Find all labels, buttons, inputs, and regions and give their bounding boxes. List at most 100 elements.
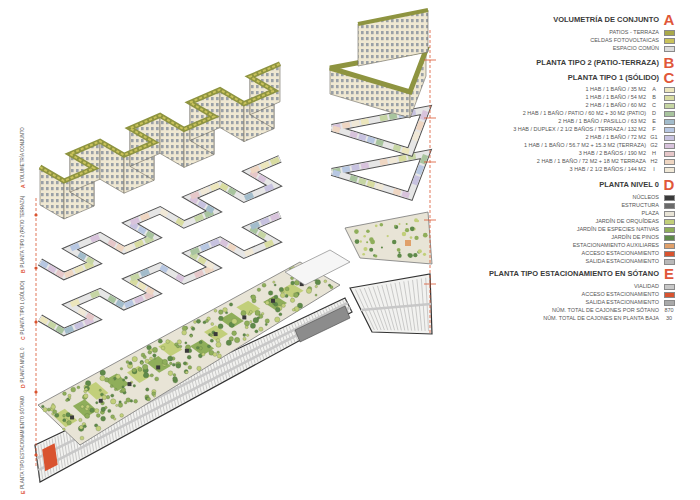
legend-row: SALIDA ESTACIONAMIENTO: [586, 299, 676, 306]
floor-c-unit: [49, 323, 55, 327]
level-dot: [34, 453, 37, 456]
tree: [152, 347, 157, 352]
tree: [184, 370, 188, 374]
tree: [113, 377, 116, 380]
tree: [122, 379, 124, 381]
tree: [85, 388, 88, 391]
tree: [410, 227, 415, 232]
unit-code: G2: [649, 142, 659, 149]
core: [156, 365, 160, 369]
tree: [315, 294, 317, 296]
tree: [110, 385, 113, 388]
tree: [147, 397, 151, 401]
tree: [315, 285, 318, 288]
section-letter: D: [662, 177, 676, 192]
floor-b-unit: [199, 203, 205, 207]
legend-swatch: [664, 46, 675, 52]
parking-stall: [227, 355, 233, 376]
tree: [185, 371, 188, 374]
legend-swatch: [664, 119, 675, 125]
tree: [125, 376, 128, 379]
floor-b-unit: [139, 228, 145, 232]
floor-c-tower-outline: [332, 154, 426, 196]
legend-swatch: [664, 235, 675, 241]
legend-swatch: [664, 251, 675, 257]
section-heading: PLANTA TIPO ESTACIONAMIENTO EN SÓTANO: [489, 269, 659, 278]
floor-c-unit: [139, 284, 145, 288]
parking-stall: [230, 354, 236, 375]
tree: [140, 361, 143, 364]
tree: [369, 248, 373, 252]
legend-text: 3 HAB / DUPLEX / 2 1/2 BAÑOS / TERRAZA /…: [513, 126, 646, 133]
tree: [143, 373, 148, 378]
floor-b-unit: [147, 233, 153, 237]
tree: [234, 337, 239, 342]
floor-c-tower-unit: [361, 165, 369, 166]
tree: [78, 426, 84, 432]
tree: [354, 229, 359, 234]
tree: [121, 388, 126, 393]
tree: [145, 359, 149, 363]
floor-c-tower-unit: [352, 167, 360, 168]
core: [127, 382, 131, 386]
floor-b-unit: [201, 189, 209, 192]
tree: [133, 385, 136, 388]
floor-c-unit: [201, 245, 209, 248]
tree: [366, 241, 368, 243]
floor-c-unit: [221, 241, 227, 245]
parking-stall: [145, 394, 150, 421]
tree: [253, 317, 259, 323]
tower-roof: [358, 10, 428, 24]
tree: [398, 223, 400, 225]
legend-swatch: [664, 143, 675, 149]
floor-b-unit: [75, 268, 83, 271]
tree: [43, 408, 47, 412]
tree: [132, 369, 137, 374]
floor-c-unit: [199, 259, 205, 263]
tree: [199, 341, 202, 344]
floor-b-unit: [79, 254, 85, 258]
tree: [99, 389, 101, 391]
floor-b-unit: [207, 207, 213, 211]
legend-row: ESPACIO COMÚN: [613, 45, 676, 52]
tree: [66, 399, 69, 402]
tree: [214, 309, 217, 312]
legend-text: 1 HAB / 1 BAÑO / 35 M2: [585, 86, 646, 93]
tree: [293, 293, 298, 298]
parking-stall: [204, 366, 210, 388]
tree: [218, 324, 223, 329]
legend-row: 2 HAB / 1 BAÑO / 72 M2G1: [585, 134, 676, 141]
floor-b-unit: [251, 168, 259, 171]
ground-tower-plaza: [345, 212, 432, 264]
tree: [280, 293, 285, 298]
tree: [69, 397, 71, 399]
tree: [405, 228, 409, 232]
tree: [265, 323, 267, 325]
level-label: EPLANTA TIPO ESTACIONAMIENTO SÓTANO: [20, 396, 26, 494]
tree: [255, 330, 258, 333]
tree: [155, 377, 159, 381]
tree: [120, 367, 123, 370]
tree: [315, 280, 320, 285]
level-name: PLANTA NIVEL 0: [20, 348, 26, 383]
floor-b-tower-unit: [389, 116, 397, 117]
tree: [162, 359, 167, 364]
section-heading: PLANTA TIPO 1 (SÓLIDO): [568, 73, 659, 82]
floor-c-unit: [177, 276, 183, 280]
tree: [205, 319, 208, 322]
floor-b-unit: [191, 194, 199, 197]
tree: [250, 323, 255, 328]
legend-row: 1 HAB / 1 BAÑO / 54 M2B: [585, 94, 676, 101]
legend-swatch: [664, 103, 675, 109]
section-letter: A: [662, 12, 676, 27]
level-label: BPLANTA TIPO 2 (PATIO TERRAZA): [20, 196, 26, 273]
legend-text: CELDAS FOTOVOLTAICAS: [590, 37, 659, 44]
aux-parking: [405, 240, 411, 246]
tree: [106, 395, 110, 399]
floor-c-unit: [261, 220, 269, 223]
solar-cells: [40, 64, 280, 181]
tree: [172, 363, 175, 366]
floor-c-tower-unit: [368, 183, 375, 185]
tree: [95, 409, 99, 413]
